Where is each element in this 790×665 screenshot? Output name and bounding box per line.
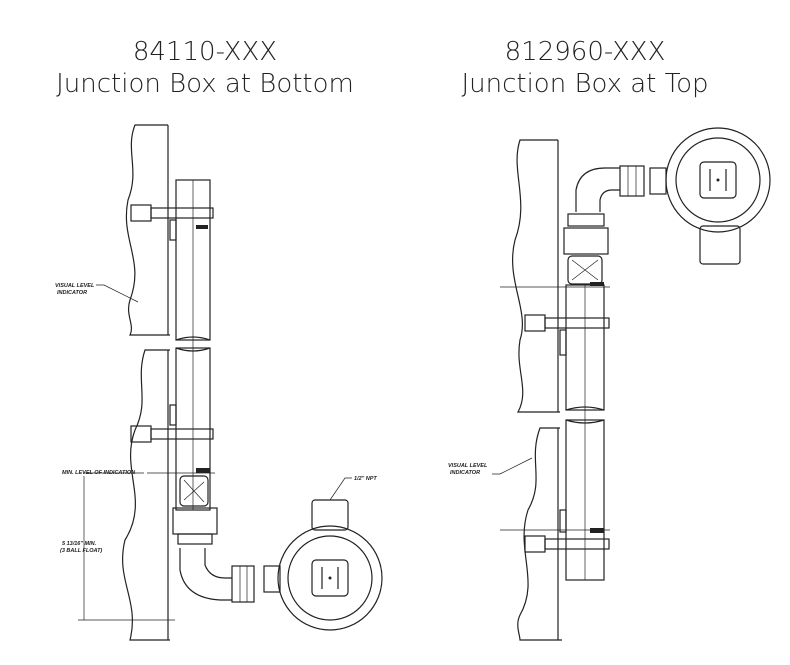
right-visual-indicator-label-2: INDICATOR (450, 470, 480, 476)
right-clamp-lower (524, 509, 610, 553)
left-dimension-label-2: (3 BALL FLOAT) (60, 548, 102, 554)
right-tank-wall-lower (517, 427, 562, 641)
right-junction-box (649, 127, 771, 265)
left-tank-wall-upper (125, 124, 170, 336)
left-float (179, 475, 209, 507)
right-drawing: VISUAL LEVEL INDICATOR (448, 127, 771, 641)
right-float (567, 255, 603, 285)
left-part-number: 84110-XXX (132, 37, 278, 67)
left-visual-indicator-label-1: VISUAL LEVEL (55, 283, 95, 289)
left-clamp-lower (130, 404, 214, 443)
left-collar (172, 507, 218, 535)
right-pipe (565, 282, 605, 581)
left-drawing: VISUAL LEVEL INDICATOR MIN. LEVEL OF IND… (55, 124, 383, 641)
left-title: 84110-XXX Junction Box at Bottom (30, 36, 380, 100)
left-tank-wall-lower (121, 349, 170, 641)
right-tank-wall-upper (511, 139, 560, 413)
right-elbow (575, 167, 620, 212)
left-npt-label: 1/2" NPT (354, 476, 377, 482)
left-elbow (179, 548, 232, 601)
left-pipe (175, 179, 211, 511)
right-clamp-upper (524, 314, 610, 356)
left-junction-box (263, 499, 383, 631)
right-part-number: 812960-XXX (504, 37, 666, 67)
left-visual-indicator-label-2: INDICATOR (57, 290, 87, 296)
left-subtitle: Junction Box at Bottom (56, 69, 354, 99)
right-visual-indicator-label-1: VISUAL LEVEL (448, 463, 488, 469)
left-clamp-upper (130, 204, 214, 241)
right-collar (563, 227, 609, 255)
right-subtitle: Junction Box at Top (461, 69, 709, 99)
right-title: 812960-XXX Junction Box at Top (420, 36, 750, 100)
left-dimension-label-1: 5 13/16" MIN. (62, 541, 97, 547)
